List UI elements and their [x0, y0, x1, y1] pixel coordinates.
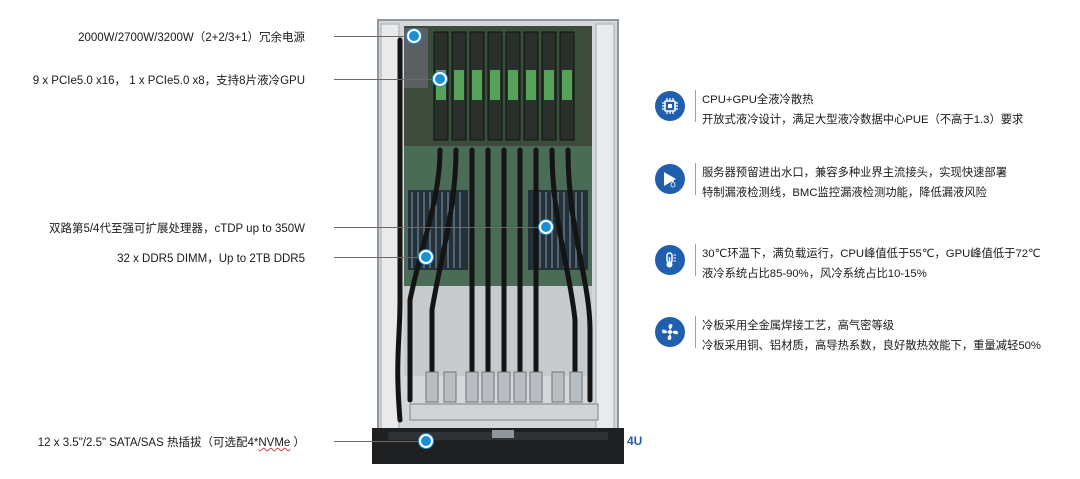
- feature-desc: 特制漏液检测线，BMC监控漏液检测功能，降低漏液风险: [702, 187, 987, 199]
- callout-psu: 2000W/2700W/3200W（2+2/3+1）冗余电源: [78, 32, 305, 44]
- chip-icon: [655, 91, 685, 121]
- feature-title: CPU+GPU全液冷散热: [702, 94, 814, 106]
- feature-title: 30℃环温下，满负载运行，CPU峰值低于55℃，GPU峰值低于72℃: [702, 248, 1041, 260]
- callout-dot-psu: [407, 29, 421, 43]
- feature-water-ports: 服务器预留进出水口，兼容多种业界主流接头，实现快速部署 特制漏液检测线，BMC监…: [655, 163, 1007, 203]
- water-connector-icon: [655, 164, 685, 194]
- feature-divider: [695, 163, 696, 195]
- feature-desc: 开放式液冷设计，满足大型液冷数据中心PUE（不高于1.3）要求: [702, 114, 1024, 126]
- feature-cold-plate: 冷板采用全金属焊接工艺，高气密等级 冷板采用铜、铝材质，高导热系数，良好散热效能…: [655, 316, 1041, 356]
- feature-divider: [695, 316, 696, 348]
- callout-dimm: 32 x DDR5 DIMM，Up to 2TB DDR5: [117, 253, 305, 265]
- leader-line-storage: [334, 441, 426, 442]
- callout-cpu: 双路第5/4代至强可扩展处理器，cTDP up to 350W: [48, 223, 305, 235]
- feature-title: 冷板采用全金属焊接工艺，高气密等级: [702, 320, 895, 332]
- feature-text: 服务器预留进出水口，兼容多种业界主流接头，实现快速部署 特制漏液检测线，BMC监…: [702, 163, 1007, 203]
- feature-text: CPU+GPU全液冷散热 开放式液冷设计，满足大型液冷数据中心PUE（不高于1.…: [702, 90, 1023, 130]
- chassis-size-label: 4U: [627, 434, 643, 448]
- feature-text: 冷板采用全金属焊接工艺，高气密等级 冷板采用铜、铝材质，高导热系数，良好散热效能…: [702, 316, 1041, 356]
- feature-liquid-cooling: CPU+GPU全液冷散热 开放式液冷设计，满足大型液冷数据中心PUE（不高于1.…: [655, 90, 1023, 130]
- leader-line-dimm: [334, 257, 426, 258]
- feature-desc: 冷板采用铜、铝材质，高导热系数，良好散热效能下，重量减轻50%: [702, 340, 1041, 352]
- fan-icon: [655, 317, 685, 347]
- storage-text-suffix: ）: [290, 437, 305, 449]
- leader-line-cpu: [334, 227, 546, 228]
- callout-dot-cpu: [539, 220, 553, 234]
- feature-divider: [695, 244, 696, 276]
- storage-text-nvme: NVMe: [258, 437, 291, 449]
- thermometer-icon: [655, 245, 685, 275]
- callout-dot-pcie: [433, 72, 447, 86]
- callout-storage: 12 x 3.5"/2.5" SATA/SAS 热插拔（可选配4*NVMe ）: [38, 434, 305, 450]
- feature-title: 服务器预留进出水口，兼容多种业界主流接头，实现快速部署: [702, 167, 1008, 179]
- feature-text: 30℃环温下，满负载运行，CPU峰值低于55℃，GPU峰值低于72℃ 液冷系统占…: [702, 244, 1041, 284]
- callout-dot-storage: [419, 434, 433, 448]
- feature-desc: 液冷系统占比85-90%，风冷系统占比10-15%: [702, 268, 927, 280]
- storage-text-prefix: 12 x 3.5"/2.5" SATA/SAS 热插拔（可选配4*: [37, 437, 259, 449]
- feature-temperature: 30℃环温下，满负载运行，CPU峰值低于55℃，GPU峰值低于72℃ 液冷系统占…: [655, 244, 1041, 284]
- feature-divider: [695, 90, 696, 122]
- callout-dot-dimm: [419, 250, 433, 264]
- leader-line-pcie: [334, 79, 440, 80]
- callout-pcie: 9 x PCIe5.0 x16， 1 x PCIe5.0 x8，支持8片液冷GP…: [32, 75, 305, 87]
- leader-line-psu: [334, 36, 414, 37]
